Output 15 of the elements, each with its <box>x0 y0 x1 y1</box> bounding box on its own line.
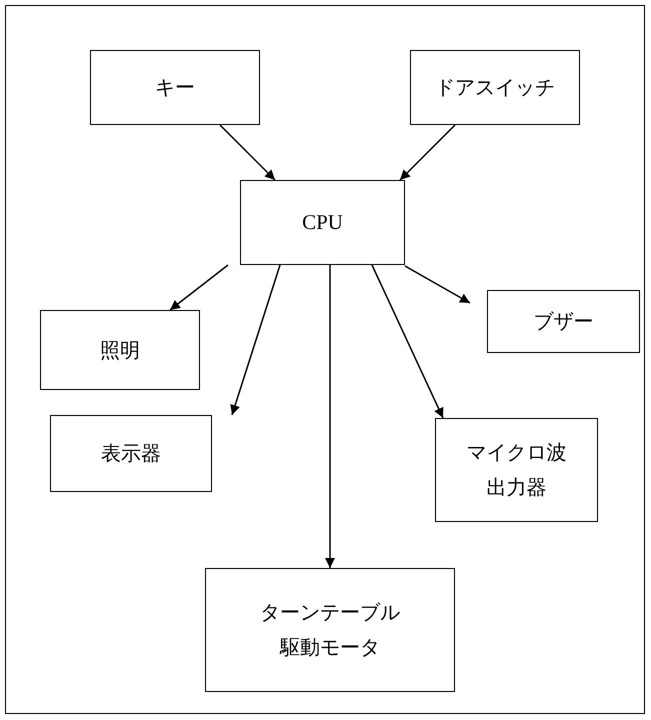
arrow <box>399 124 456 181</box>
component-box: ターンテーブル駆動モータ <box>205 568 455 692</box>
arrow <box>371 264 444 418</box>
component-box: 表示器 <box>50 415 212 492</box>
component-box: 照明 <box>40 310 200 390</box>
arrow <box>230 264 281 416</box>
arrow <box>219 124 276 181</box>
cpu-box: CPU <box>240 180 405 265</box>
component-box: キー <box>90 50 260 125</box>
component-box: ドアスイッチ <box>410 50 580 125</box>
arrow <box>170 264 228 311</box>
component-box: マイクロ波出力器 <box>435 418 598 522</box>
arrow <box>325 265 335 568</box>
arrow <box>404 265 470 304</box>
component-box: ブザー <box>487 290 640 353</box>
